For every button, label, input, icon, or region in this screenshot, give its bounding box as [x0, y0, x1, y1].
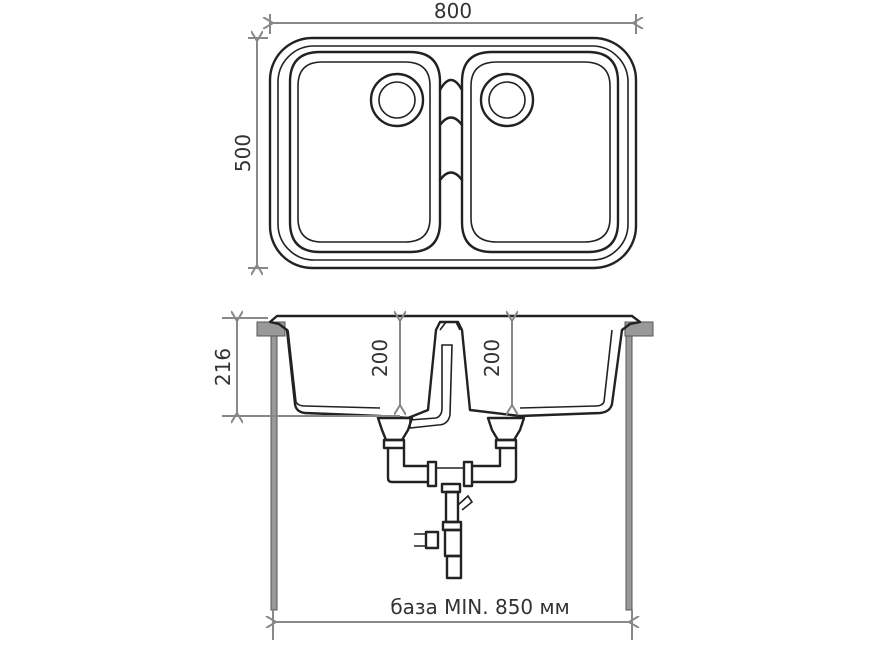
siphon-column [444, 490, 460, 524]
overflow-pipe [409, 344, 453, 429]
sink-inner-rim [277, 45, 629, 261]
total-depth-label: 216 [211, 348, 235, 386]
sink-profile [268, 314, 642, 420]
top-view: 800 500 [231, 0, 636, 268]
left-bowl-depth-label: 200 [368, 339, 392, 377]
siphon-pipes [386, 446, 518, 484]
side-view: 216 200 200 база MIN. 850 мм [211, 314, 654, 640]
depth-label: 500 [231, 134, 255, 172]
base-label: база MIN. 850 мм [390, 595, 569, 619]
left-drain-body [376, 416, 414, 442]
left-bowl [288, 50, 442, 254]
side-outlet [424, 530, 440, 550]
bridge [438, 78, 464, 182]
sink-outer-rim [268, 36, 638, 270]
left-drain [369, 72, 425, 128]
right-bowl [460, 50, 620, 254]
siphon-outlet [445, 554, 463, 580]
cabinet-wall-left [270, 335, 278, 611]
right-drain-body [486, 416, 526, 442]
width-label: 800 [434, 0, 472, 23]
right-bowl-depth-label: 200 [480, 339, 504, 377]
cabinet-wall-right [625, 335, 633, 611]
right-drain [479, 72, 535, 128]
